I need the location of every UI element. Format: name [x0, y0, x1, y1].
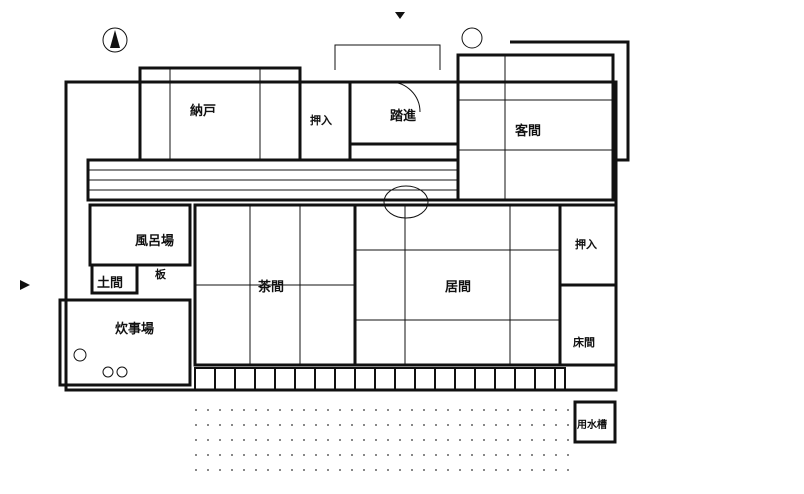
room-oshiire-right: 押入 [575, 238, 597, 251]
room-nando: 納戸 [190, 104, 217, 119]
room-doma: 土間 [97, 276, 124, 291]
room-fumikomi: 踏進 [390, 109, 417, 124]
room-chanoma: 茶間 [258, 280, 285, 295]
north-arrow-icon [110, 30, 120, 48]
room-furoba: 風呂場 [135, 234, 175, 249]
room-suijiba: 炊事場 [115, 322, 155, 337]
entry-arrow-icon [395, 12, 405, 19]
room-ima: 居間 [445, 280, 472, 295]
room-kyakuma: 客間 [515, 124, 542, 139]
entry-arrow-icon [20, 280, 30, 290]
room-oshiire-top: 押入 [310, 114, 332, 127]
water-tank: 用水槽 [577, 420, 607, 431]
room-tokonoma: 床間 [573, 336, 595, 349]
room-en: 板 [155, 268, 166, 281]
